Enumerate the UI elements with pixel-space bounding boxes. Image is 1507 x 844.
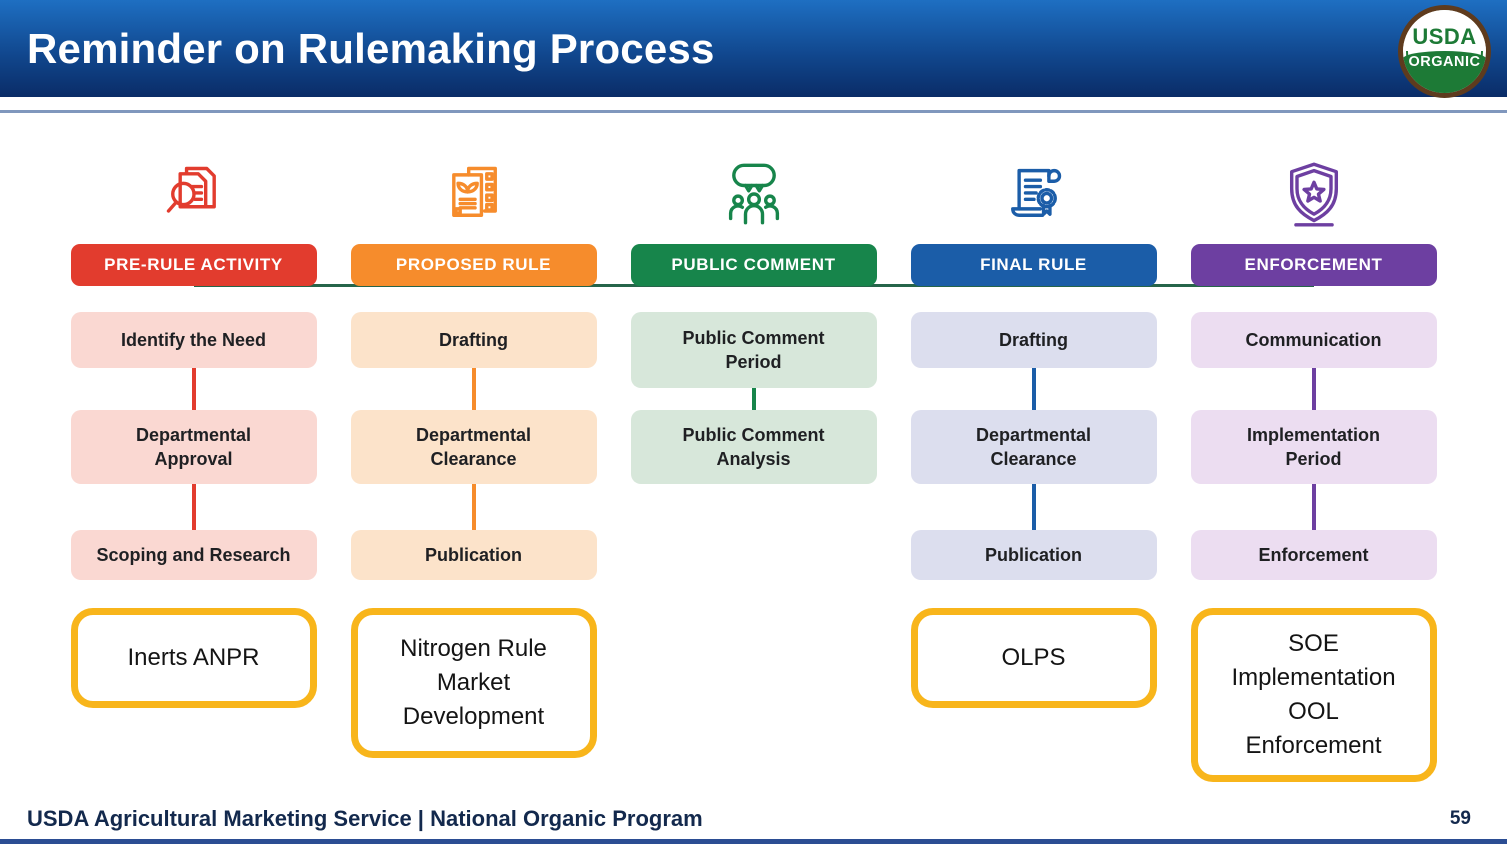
step-box: Departmental Clearance <box>910 410 1157 484</box>
bottom-accent-bar <box>0 839 1507 844</box>
step-box: Departmental Approval <box>70 410 317 484</box>
stage-header-label: PRE-RULE ACTIVITY <box>104 255 283 274</box>
stage-column-enforcement: ENFORCEMENT Communication Implementation… <box>1190 155 1437 783</box>
shield-star-icon <box>1280 155 1348 233</box>
stage-column-public-comment: PUBLIC COMMENT Public Comment Period Pub… <box>630 155 877 782</box>
footer-program-name: USDA Agricultural Marketing Service | Na… <box>27 806 703 831</box>
stage-steps: Public Comment Period Public Comment Ana… <box>630 312 877 580</box>
stage-column-final-rule: FINAL RULE Drafting Departmental Clearan… <box>910 155 1157 782</box>
stage-steps: Drafting Departmental Clearance Publicat… <box>350 312 597 580</box>
stage-steps: Identify the Need Departmental Approval … <box>70 312 317 580</box>
callout-box-nitrogen-rule: Nitrogen Rule Market Development <box>350 608 597 758</box>
stage-header-public-comment: PUBLIC COMMENT <box>630 244 877 286</box>
step-connector-line <box>471 484 476 530</box>
rulemaking-process-diagram: PRE-RULE ACTIVITY Identify the Need Depa… <box>70 155 1437 783</box>
step-box: Enforcement <box>1190 530 1437 580</box>
stage-header-label: FINAL RULE <box>980 255 1087 274</box>
step-box: Drafting <box>910 312 1157 368</box>
logo-usda-text: USDA <box>1403 10 1486 51</box>
scroll-seal-icon <box>1000 155 1068 233</box>
callout-box-olps: OLPS <box>910 608 1157 708</box>
step-connector-line <box>751 388 756 410</box>
stage-steps: Drafting Departmental Clearance Publicat… <box>910 312 1157 580</box>
step-box: Implementation Period <box>1190 410 1437 484</box>
stage-header-proposed-rule: PROPOSED RULE <box>350 244 597 286</box>
stage-header-final-rule: FINAL RULE <box>910 244 1157 286</box>
step-box: Publication <box>350 530 597 580</box>
stage-steps: Communication Implementation Period Enfo… <box>1190 312 1437 580</box>
step-connector-line <box>471 368 476 410</box>
step-connector-line <box>1031 484 1036 530</box>
step-connector-line <box>1311 368 1316 410</box>
step-connector-line <box>1311 484 1316 530</box>
step-box: Scoping and Research <box>70 530 317 580</box>
organic-document-checklist-icon <box>440 155 508 233</box>
step-box: Departmental Clearance <box>350 410 597 484</box>
stage-header-label: PROPOSED RULE <box>395 255 552 274</box>
step-box: Identify the Need <box>70 312 317 368</box>
stage-header-label: ENFORCEMENT <box>1244 255 1383 274</box>
slide-footer: USDA Agricultural Marketing Service | Na… <box>0 799 1507 839</box>
step-connector-line <box>191 368 196 410</box>
stage-column-proposed-rule: PROPOSED RULE Drafting Departmental Clea… <box>350 155 597 782</box>
header-divider <box>0 110 1507 113</box>
step-connector-line <box>1031 368 1036 410</box>
step-box: Public Comment Period <box>630 312 877 388</box>
stage-header-enforcement: ENFORCEMENT <box>1190 244 1437 286</box>
step-box: Public Comment Analysis <box>630 410 877 484</box>
step-box: Communication <box>1190 312 1437 368</box>
slide-header: Reminder on Rulemaking Process <box>0 0 1507 97</box>
step-box: Publication <box>910 530 1157 580</box>
stage-header-label: PUBLIC COMMENT <box>671 255 836 274</box>
people-discussion-icon <box>720 155 788 233</box>
magnifier-documents-icon <box>160 155 228 233</box>
usda-organic-logo: USDA ORGANIC <box>1398 5 1491 98</box>
callout-box-inerts-anpr: Inerts ANPR <box>70 608 317 708</box>
callout-box-soe-ool: SOE Implementation OOL Enforcement <box>1190 608 1437 783</box>
stage-column-pre-rule-activity: PRE-RULE ACTIVITY Identify the Need Depa… <box>70 155 317 782</box>
page-number: 59 <box>1449 808 1471 829</box>
step-connector-line <box>191 484 196 530</box>
logo-organic-text: ORGANIC <box>1403 50 1486 93</box>
page-title: Reminder on Rulemaking Process <box>27 24 715 72</box>
stage-header-pre-rule-activity: PRE-RULE ACTIVITY <box>70 244 317 286</box>
step-box: Drafting <box>350 312 597 368</box>
